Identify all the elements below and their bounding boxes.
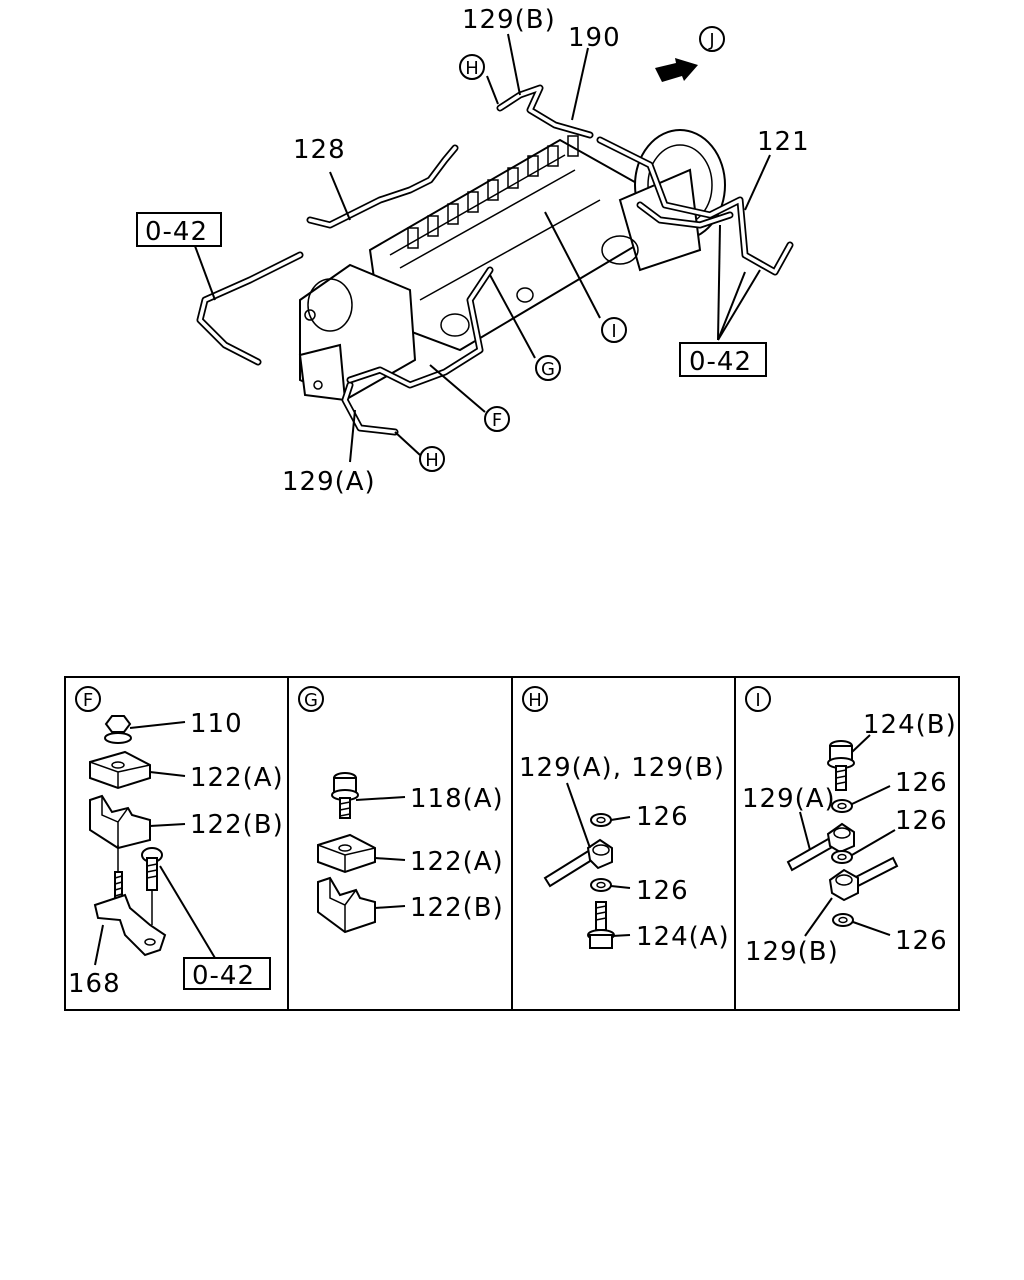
label-118a: 118(A) xyxy=(410,784,504,814)
detail-panels-frame xyxy=(64,676,960,1011)
marker-f-top: F xyxy=(492,410,502,431)
label-129b-top: 129(B) xyxy=(462,5,556,35)
marker-i-top: I xyxy=(611,321,616,342)
label-124b: 124(B) xyxy=(863,710,957,740)
label-122b-g: 122(B) xyxy=(410,893,504,923)
label-129a-i: 129(A) xyxy=(742,784,836,814)
label-122a-g: 122(A) xyxy=(410,847,504,877)
label-122a-f: 122(A) xyxy=(190,763,284,793)
panel-f-marker: F xyxy=(83,690,93,711)
marker-g-top: G xyxy=(541,359,555,380)
ref-box-panel-f: 0-42 xyxy=(192,961,255,991)
label-126-i3: 126 xyxy=(895,926,948,956)
panel-g-marker: G xyxy=(304,690,318,711)
panel-h: H 129(A), 129(B) 126 126 124(A) xyxy=(519,686,730,952)
label-168: 168 xyxy=(68,969,121,999)
label-126-i1: 126 xyxy=(895,768,948,798)
label-124a: 124(A) xyxy=(636,922,730,952)
injection-pump-assembly xyxy=(298,129,726,402)
label-126-h1: 126 xyxy=(636,802,689,832)
label-128: 128 xyxy=(293,135,346,165)
label-129b-i: 129(B) xyxy=(745,937,839,967)
ref-box-right: 0-42 xyxy=(689,347,752,377)
label-110: 110 xyxy=(190,709,243,739)
fuel-pipes xyxy=(196,84,794,436)
panel-h-marker: H xyxy=(528,690,542,711)
marker-h-top: H xyxy=(465,58,479,79)
label-126-h2: 126 xyxy=(636,876,689,906)
label-190: 190 xyxy=(568,23,621,53)
top-leaders xyxy=(194,33,771,463)
panel-f: F 110 122(A) 122(B) 168 0-42 xyxy=(68,686,284,999)
label-126-i2: 126 xyxy=(895,806,948,836)
ref-box-left: 0-42 xyxy=(145,217,208,247)
top-markers: H J I G F H xyxy=(419,26,725,472)
marker-h-lower: H xyxy=(425,450,439,471)
label-122b-f: 122(B) xyxy=(190,810,284,840)
panel-i: I 124(B) 126 129(A) 126 129(B) 126 xyxy=(742,686,957,967)
label-129a-top: 129(A) xyxy=(282,467,376,497)
label-129ab: 129(A), 129(B) xyxy=(519,753,725,783)
marker-j: J xyxy=(708,30,714,51)
label-121: 121 xyxy=(757,127,810,157)
panel-i-marker: I xyxy=(755,690,760,711)
panel-g: G 118(A) 122(A) 122(B) xyxy=(298,686,504,934)
view-arrow-j xyxy=(655,58,698,82)
